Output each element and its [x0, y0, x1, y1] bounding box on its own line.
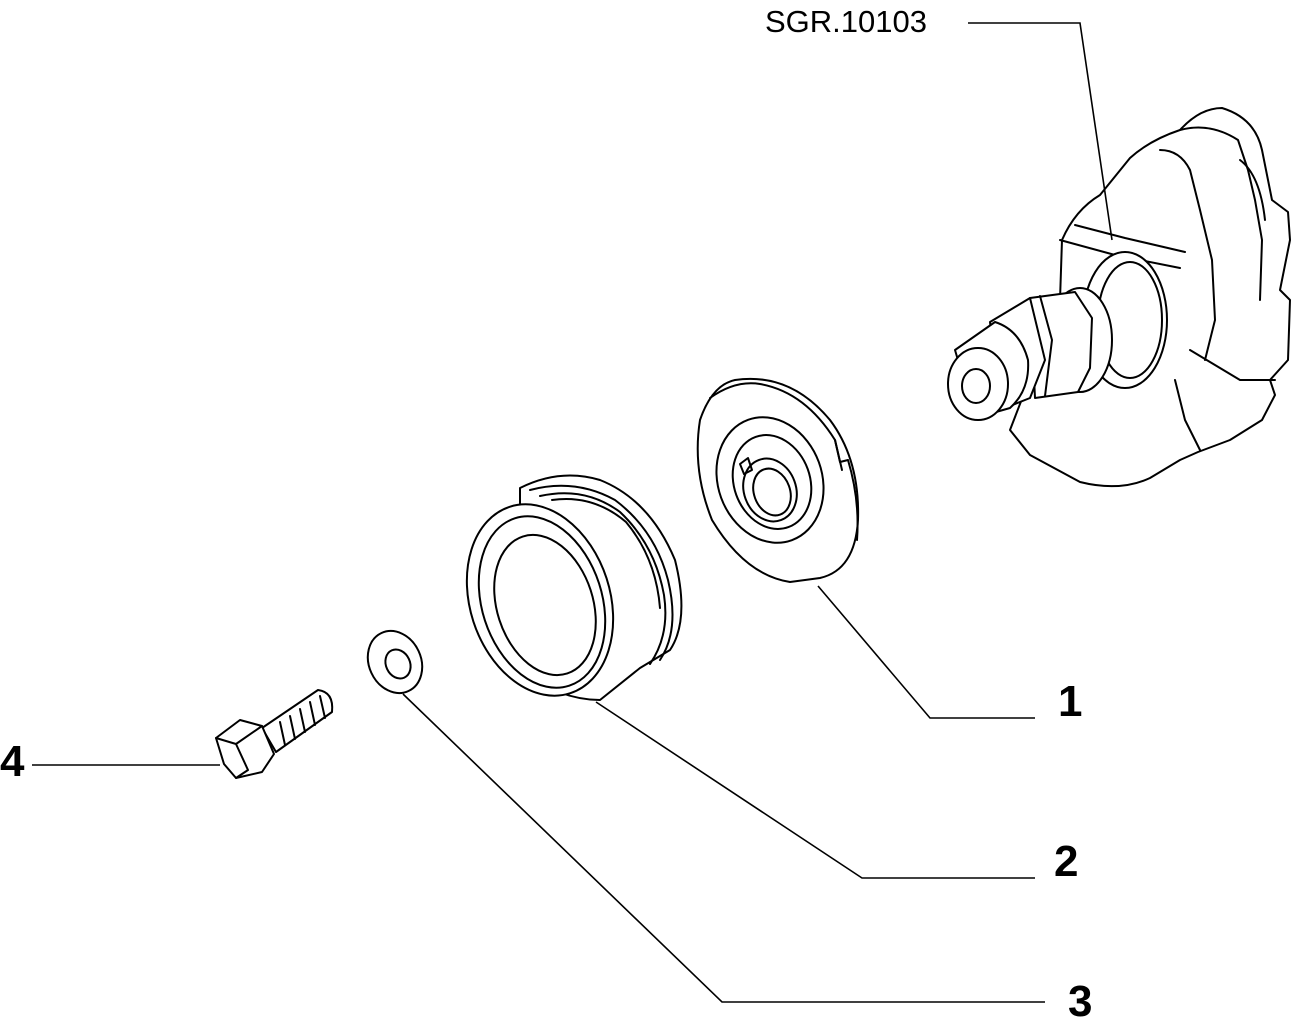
part-3-washer-drawing [366, 629, 424, 695]
part-2-pulley-drawing [465, 474, 683, 701]
callout-1: 1 [1058, 677, 1083, 726]
leader-reference [968, 22, 1113, 241]
leader-1 [817, 585, 1035, 719]
leader-2 [595, 701, 1035, 879]
callout-3: 3 [1068, 977, 1093, 1026]
callout-4: 4 [0, 737, 25, 786]
part-1-hub-drawing [696, 377, 860, 583]
leader-3 [402, 693, 1045, 1003]
reference-code-label: SGR.10103 [765, 4, 927, 39]
crankshaft-drawing [947, 107, 1291, 488]
callout-2: 2 [1054, 837, 1079, 886]
part-4-bolt-drawing [215, 689, 334, 779]
